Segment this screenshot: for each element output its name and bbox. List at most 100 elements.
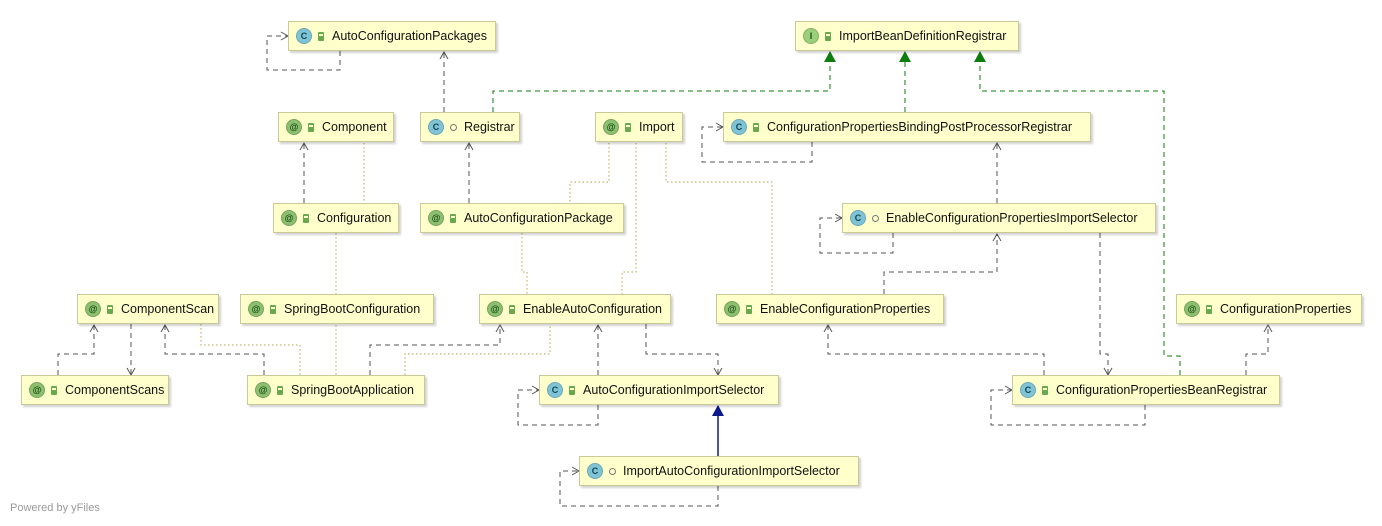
node-label: ComponentScans (65, 383, 165, 397)
lock-icon (507, 304, 517, 314)
lock-icon (623, 122, 633, 132)
lock-icon (1204, 304, 1214, 314)
lock-icon (567, 385, 577, 395)
lock-icon (301, 213, 311, 223)
annotation-icon: @ (29, 382, 45, 398)
edge-dot-enable-config-import (665, 143, 773, 294)
node-registrar[interactable]: C Registrar (420, 112, 520, 142)
edge-self-bean-registrar (990, 385, 1146, 426)
lock-icon (744, 304, 754, 314)
node-label: ImportAutoConfigurationImportSelector (623, 464, 840, 478)
edge-component-scans-scan (57, 323, 99, 375)
edge-self-binding-post-processor-registrar (701, 122, 813, 163)
edge-selector-bean-registrar (1099, 233, 1113, 377)
annotation-icon: @ (428, 210, 444, 226)
node-label: AutoConfigurationPackages (332, 29, 487, 43)
node-enable-configuration-properties[interactable]: @ EnableConfigurationProperties (716, 294, 944, 324)
node-spring-boot-application[interactable]: @ SpringBootApplication (247, 375, 425, 405)
class-icon: C (428, 119, 444, 135)
node-auto-configuration-package[interactable]: @ AutoConfigurationPackage (420, 203, 624, 233)
node-enable-auto-configuration[interactable]: @ EnableAutoConfiguration (479, 294, 671, 324)
edge-self-auto-configuration-packages (266, 31, 341, 71)
edge-bean-registrar-config-props (1245, 323, 1273, 375)
class-icon: C (1020, 382, 1036, 398)
node-label: SpringBootApplication (291, 383, 414, 397)
annotation-icon: @ (85, 301, 101, 317)
edge-dot-app-enable-auto (404, 324, 551, 375)
node-configuration[interactable]: @ Configuration (273, 203, 399, 233)
node-label: EnableAutoConfiguration (523, 302, 662, 316)
node-configuration-properties[interactable]: @ ConfigurationProperties (1176, 294, 1362, 324)
node-spring-boot-configuration[interactable]: @ SpringBootConfiguration (240, 294, 434, 324)
node-label: ConfigurationPropertiesBeanRegistrar (1056, 383, 1268, 397)
interface-icon: I (803, 28, 819, 44)
lock-icon (316, 31, 326, 41)
node-label: Registrar (464, 120, 515, 134)
circle-icon (607, 466, 617, 476)
node-auto-configuration-packages[interactable]: C AutoConfigurationPackages (288, 21, 496, 51)
class-icon: C (731, 119, 747, 135)
node-import-auto-configuration-import-selector[interactable]: C ImportAutoConfigurationImportSelector (579, 456, 859, 486)
edge-self-auto-configuration-import-selector (517, 385, 599, 426)
edge-self-import-auto-config-selector (559, 466, 719, 507)
node-label: EnableConfigurationProperties (760, 302, 931, 316)
annotation-icon: @ (286, 119, 302, 135)
annotation-icon: @ (281, 210, 297, 226)
lock-icon (823, 31, 833, 41)
node-component[interactable]: @ Component (278, 112, 394, 142)
node-label: AutoConfigurationPackage (464, 211, 613, 225)
node-label: Configuration (317, 211, 392, 225)
lock-icon (268, 304, 278, 314)
node-label: ConfigurationProperties (1220, 302, 1352, 316)
lock-icon (105, 304, 115, 314)
annotation-icon: @ (248, 301, 264, 317)
edge-dot-app-component-scan (200, 324, 301, 375)
circle-icon (870, 213, 880, 223)
node-enable-configuration-properties-import-selector[interactable]: C EnableConfigurationPropertiesImportSele… (842, 203, 1156, 233)
edge-dot-enable-auto-import (621, 143, 637, 294)
lock-icon (751, 122, 761, 132)
node-label: SpringBootConfiguration (284, 302, 421, 316)
node-label: EnableConfigurationPropertiesImportSelec… (886, 211, 1138, 225)
class-icon: C (587, 463, 603, 479)
node-label: ImportBeanDefinitionRegistrar (839, 29, 1007, 43)
annotation-icon: @ (1184, 301, 1200, 317)
node-label: ComponentScan (121, 302, 215, 316)
node-configuration-properties-bean-registrar[interactable]: C ConfigurationPropertiesBeanRegistrar (1012, 375, 1280, 405)
node-component-scan[interactable]: @ ComponentScan (77, 294, 219, 324)
class-icon: C (296, 28, 312, 44)
edge-enable-auto-import-selector (645, 324, 723, 377)
edge-dot-package-import (569, 143, 610, 203)
edge-spring-boot-app-enable-auto (369, 323, 505, 375)
node-label: Component (322, 120, 387, 134)
annotation-icon: @ (487, 301, 503, 317)
node-label: Import (639, 120, 675, 134)
edge-registrar-implements (492, 51, 836, 112)
lock-icon (1040, 385, 1050, 395)
annotation-icon: @ (724, 301, 740, 317)
annotation-icon: @ (603, 119, 619, 135)
edge-enable-config-props-selector (883, 232, 1002, 294)
node-import[interactable]: @ Import (595, 112, 683, 142)
edge-self-import-selector (819, 213, 894, 254)
circle-icon (448, 122, 458, 132)
annotation-icon: @ (255, 382, 271, 398)
node-import-bean-definition-registrar[interactable]: I ImportBeanDefinitionRegistrar (795, 21, 1019, 51)
node-label: AutoConfigurationImportSelector (583, 383, 765, 397)
edge-spring-boot-app-scan (160, 323, 265, 375)
node-component-scans[interactable]: @ ComponentScans (21, 375, 169, 405)
lock-icon (306, 122, 316, 132)
node-auto-configuration-import-selector[interactable]: C AutoConfigurationImportSelector (539, 375, 779, 405)
node-configuration-properties-binding-post-processor-registrar[interactable]: C ConfigurationPropertiesBindingPostProce… (723, 112, 1091, 142)
class-icon: C (547, 382, 563, 398)
lock-icon (448, 213, 458, 223)
lock-icon (275, 385, 285, 395)
edge-bean-registrar-enable-config (823, 323, 1045, 375)
yfiles-credit: Powered by yFiles (10, 502, 100, 514)
edge-dot-enable-auto-package (521, 233, 528, 294)
lock-icon (49, 385, 59, 395)
node-label: ConfigurationPropertiesBindingPostProces… (767, 120, 1073, 134)
class-icon: C (850, 210, 866, 226)
edge-bean-registrar-implements (974, 51, 1181, 375)
